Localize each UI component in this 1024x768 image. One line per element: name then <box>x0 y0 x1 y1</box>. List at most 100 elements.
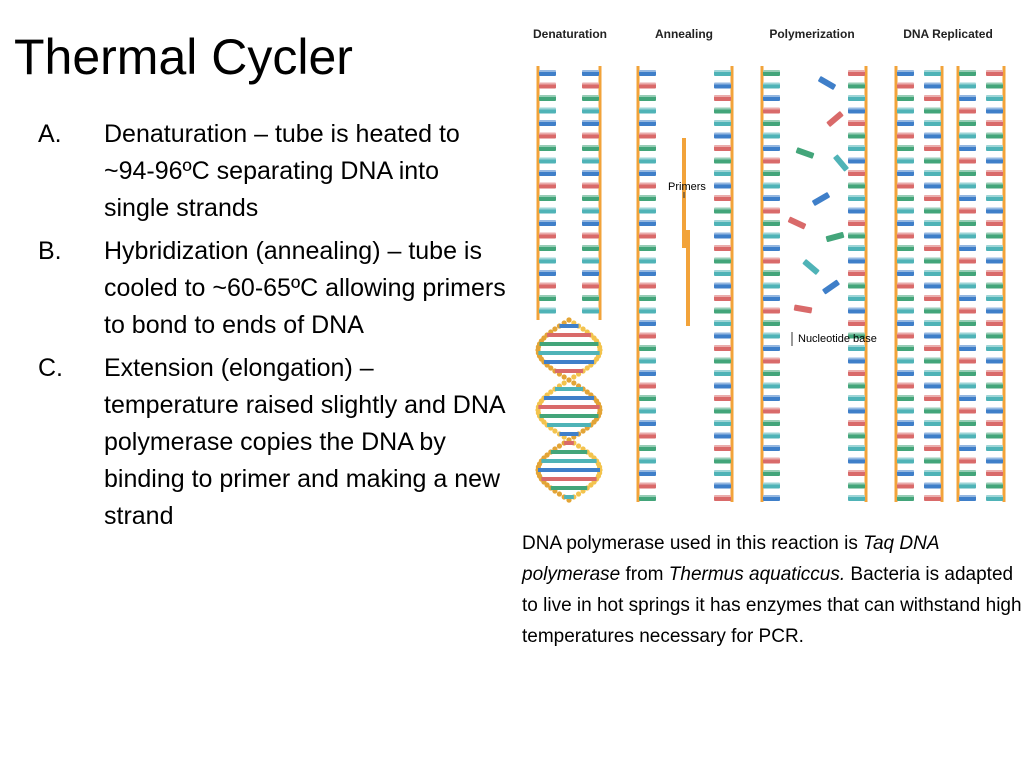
rep2-right-base <box>986 345 1003 351</box>
poly-right-base-shine <box>848 295 865 297</box>
anneal-right-base <box>714 320 731 326</box>
denat-right-base-shine <box>582 207 599 210</box>
anneal-left-base-shine <box>639 107 656 110</box>
denat-left-base-shine <box>539 107 556 110</box>
denat-right-base-shine <box>582 307 599 310</box>
denat-right-base <box>582 170 599 176</box>
rep1-right-base <box>924 295 941 301</box>
anneal-right-base <box>714 282 731 289</box>
denat-left-base <box>539 295 556 301</box>
rep2-right-base <box>986 495 1003 501</box>
rep2-left-base <box>959 107 976 114</box>
rep1-right-base-shine <box>924 270 941 272</box>
rep2-left-base <box>959 245 976 251</box>
poly-right-base <box>848 370 865 376</box>
rep1-left-base-shine <box>897 307 914 310</box>
rep2-left-base <box>959 457 976 464</box>
denat-right-base <box>582 145 599 151</box>
poly-left-base <box>763 270 780 276</box>
rep2-right-base <box>986 195 1003 201</box>
poly-left-base <box>763 332 780 339</box>
anneal-right-base-shine <box>714 232 731 235</box>
rep2-right-base <box>986 232 1003 239</box>
helix-strand <box>561 380 567 386</box>
poly-left-base-shine <box>763 232 780 235</box>
poly-right-base-shine <box>848 345 865 347</box>
rep2-left-base <box>959 157 976 164</box>
rep1-left-base <box>897 495 914 501</box>
poly-right-base <box>848 457 865 464</box>
rep1-right-base <box>924 220 941 226</box>
anneal-right-base <box>714 70 731 76</box>
poly-right-base-shine <box>848 270 865 272</box>
anneal-left-base <box>639 345 656 351</box>
poly-left-base-shine <box>763 195 780 197</box>
anneal-left-base <box>639 107 656 114</box>
rep2-right-base-shine <box>986 420 1003 422</box>
anneal-left-base <box>639 457 656 464</box>
poly-right-base <box>848 395 865 401</box>
rep2-right-base-shine <box>986 182 1003 185</box>
rep1-right-base <box>924 357 941 364</box>
anneal-right-base <box>714 245 731 251</box>
note-text: DNA polymerase used in this reaction is <box>522 533 864 554</box>
denat-right-base-shine <box>582 82 599 85</box>
poly-left-base-shine <box>763 170 780 172</box>
poly-left-base <box>763 395 780 401</box>
rep1-left-base <box>897 482 914 489</box>
poly-left-base <box>763 145 780 151</box>
anneal-left-base <box>639 382 656 389</box>
anneal-right-base <box>714 232 731 239</box>
rep2-left-base-shine <box>959 370 976 372</box>
rep2-right-base-shine <box>986 95 1003 97</box>
rep1-left-base <box>897 432 914 439</box>
rep2-right-base-shine <box>986 357 1003 360</box>
anneal-right-base-shine <box>714 107 731 110</box>
rep2-left-base <box>959 345 976 351</box>
rep2-left-base <box>959 70 976 76</box>
helix-strand <box>584 389 590 395</box>
rep1-left-base-shine <box>897 145 914 147</box>
rep1-right-base <box>924 432 941 439</box>
poly-right-base <box>848 220 865 226</box>
anneal-right-base <box>714 270 731 276</box>
poly-left-base <box>763 495 780 501</box>
poly-left-base <box>763 82 780 89</box>
denat-left-base <box>539 157 556 164</box>
anneal-left-base-shine <box>639 357 656 360</box>
poly-right-base <box>848 232 865 239</box>
rep1-right-base <box>924 445 941 451</box>
rep2-left-base <box>959 445 976 451</box>
anneal-right-base-shine <box>714 420 731 422</box>
denat-left-base <box>539 195 556 201</box>
free-nucleotide <box>812 192 830 206</box>
anneal-left-base-shine <box>639 407 656 410</box>
rep2-right-base <box>986 257 1003 264</box>
poly-right-base <box>848 482 865 489</box>
rep1-right-base-shine <box>924 407 941 410</box>
anneal-left-base <box>639 270 656 276</box>
poly-left-base-shine <box>763 220 780 222</box>
rep1-left-base <box>897 132 914 139</box>
poly-right-base <box>848 70 865 76</box>
anneal-right-base <box>714 382 731 389</box>
rep1-right-base-shine <box>924 107 941 110</box>
free-nucleotide <box>795 147 815 159</box>
anneal-left-base-shine <box>639 257 656 260</box>
anneal-right-base-shine <box>714 495 731 497</box>
rep2-left-base <box>959 182 976 189</box>
rep1-left-base <box>897 270 914 276</box>
denat-left-base-shine <box>539 257 556 260</box>
anneal-right-base <box>714 220 731 226</box>
anneal-left-base-shine <box>639 232 656 235</box>
poly-right-base-shine <box>848 207 865 210</box>
anneal-left-base-shine <box>639 420 656 422</box>
anneal-left-base <box>639 120 656 126</box>
rep2-left-base <box>959 170 976 176</box>
rep1-right-base-shine <box>924 382 941 385</box>
poly-left-base <box>763 382 780 389</box>
note-text: from <box>620 564 669 585</box>
poly-left-base-shine <box>763 70 780 72</box>
anneal-left-base <box>639 357 656 364</box>
poly-right-base-shine <box>848 420 865 422</box>
